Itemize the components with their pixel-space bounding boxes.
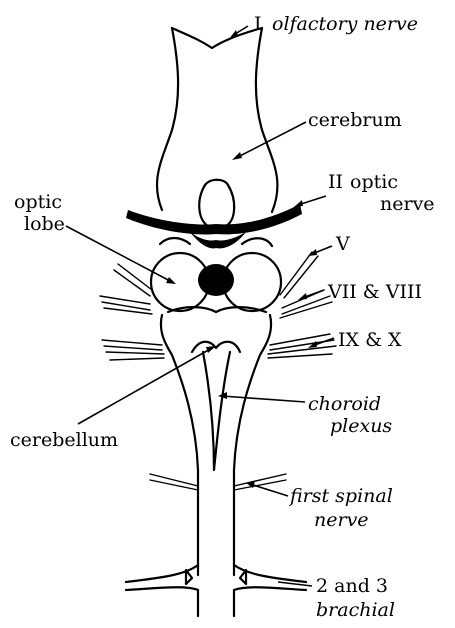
nerve-ix-x-label: IX & X (338, 329, 402, 351)
optic-lobe-label-line2: lobe (24, 213, 65, 235)
cranial-nerves-left (100, 264, 164, 360)
medulla-spinal-cord (161, 307, 271, 575)
cerebrum-shape (157, 28, 277, 226)
optic-nerve-band (126, 204, 302, 248)
olfactory-numeral: I (254, 13, 262, 35)
first-spinal-nerves (150, 474, 286, 490)
optic-nerve-word2: nerve (380, 193, 435, 215)
nerve-vii-viii-label: VII & VIII (327, 281, 422, 303)
olfactory-nerve-label: olfactory nerve (272, 13, 418, 35)
brachial-nerves (126, 565, 306, 616)
optic-nerve-word1: optic (350, 171, 398, 193)
brachial-line1: 2 and 3 (316, 575, 388, 597)
choroid-plexus-line2: plexus (330, 415, 392, 437)
first-spinal-nerve-line2: nerve (314, 509, 369, 531)
cerebellum-label: cerebellum (10, 429, 118, 451)
choroid-plexus-line1: choroid (308, 393, 381, 415)
cerebrum-label: cerebrum (308, 109, 402, 131)
first-spinal-nerve-line1: first spinal (288, 485, 393, 507)
nerve-v-label: V (335, 233, 350, 255)
optic-nerve-numeral: II (328, 171, 343, 193)
brachial-line2: brachial (316, 599, 395, 621)
optic-lobe-label-line1: optic (14, 191, 62, 213)
optic-lobes (151, 238, 281, 311)
